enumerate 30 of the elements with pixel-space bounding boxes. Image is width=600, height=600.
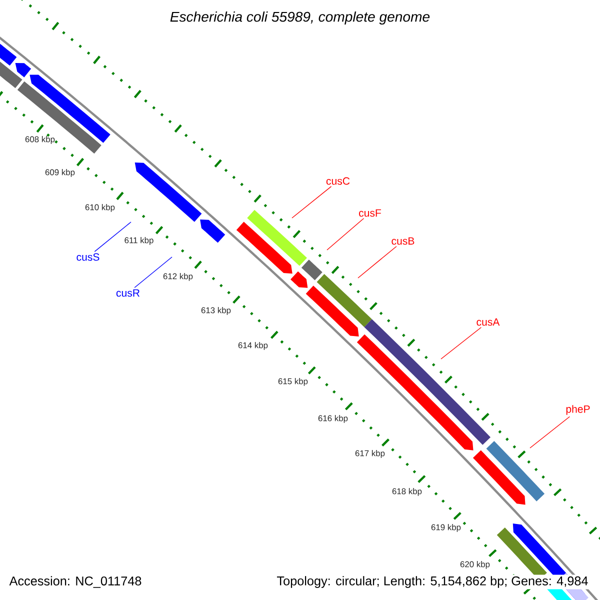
tick-label: 608 kbp (25, 136, 55, 144)
gene-label: cusS (76, 253, 100, 261)
leader-line (440, 327, 482, 360)
tick-label: 613 kbp (201, 307, 231, 315)
tick-label: 616 kbp (318, 415, 348, 423)
leader-line (292, 186, 332, 218)
gene-label: cusR (116, 289, 140, 297)
leader-line (358, 246, 397, 278)
accession-text: Accession: NC_011748 (9, 576, 142, 588)
title: Escherichia coli 55989, complete genome (170, 11, 430, 25)
tick-label: 619 kbp (431, 524, 461, 532)
gene-label: cusC (326, 177, 350, 185)
gene-label: cusF (359, 209, 381, 217)
gene-label: pheP (566, 405, 590, 415)
tick-label: 617 kbp (355, 450, 385, 458)
tick-label: 614 kbp (238, 342, 268, 350)
tick-label: 618 kbp (392, 488, 422, 496)
tick-label: 612 kbp (163, 273, 193, 281)
tick-label: 620 kbp (460, 561, 490, 569)
tick-label: 615 kbp (278, 378, 308, 386)
leader-line (134, 256, 172, 288)
gene-label: cusA (476, 318, 500, 326)
genome-info-text: Topology: circular; Length: 5,154,862 bp; Genes: 4,984 (275, 574, 590, 590)
leader-line (94, 222, 132, 252)
tick-label: 609 kbp (45, 169, 75, 177)
tick-label: 610 kbp (85, 204, 115, 212)
tick-label: 611 kbp (124, 237, 154, 245)
leader-line (530, 416, 570, 448)
gene-label: cusB (392, 237, 414, 245)
leader-line (326, 218, 364, 250)
